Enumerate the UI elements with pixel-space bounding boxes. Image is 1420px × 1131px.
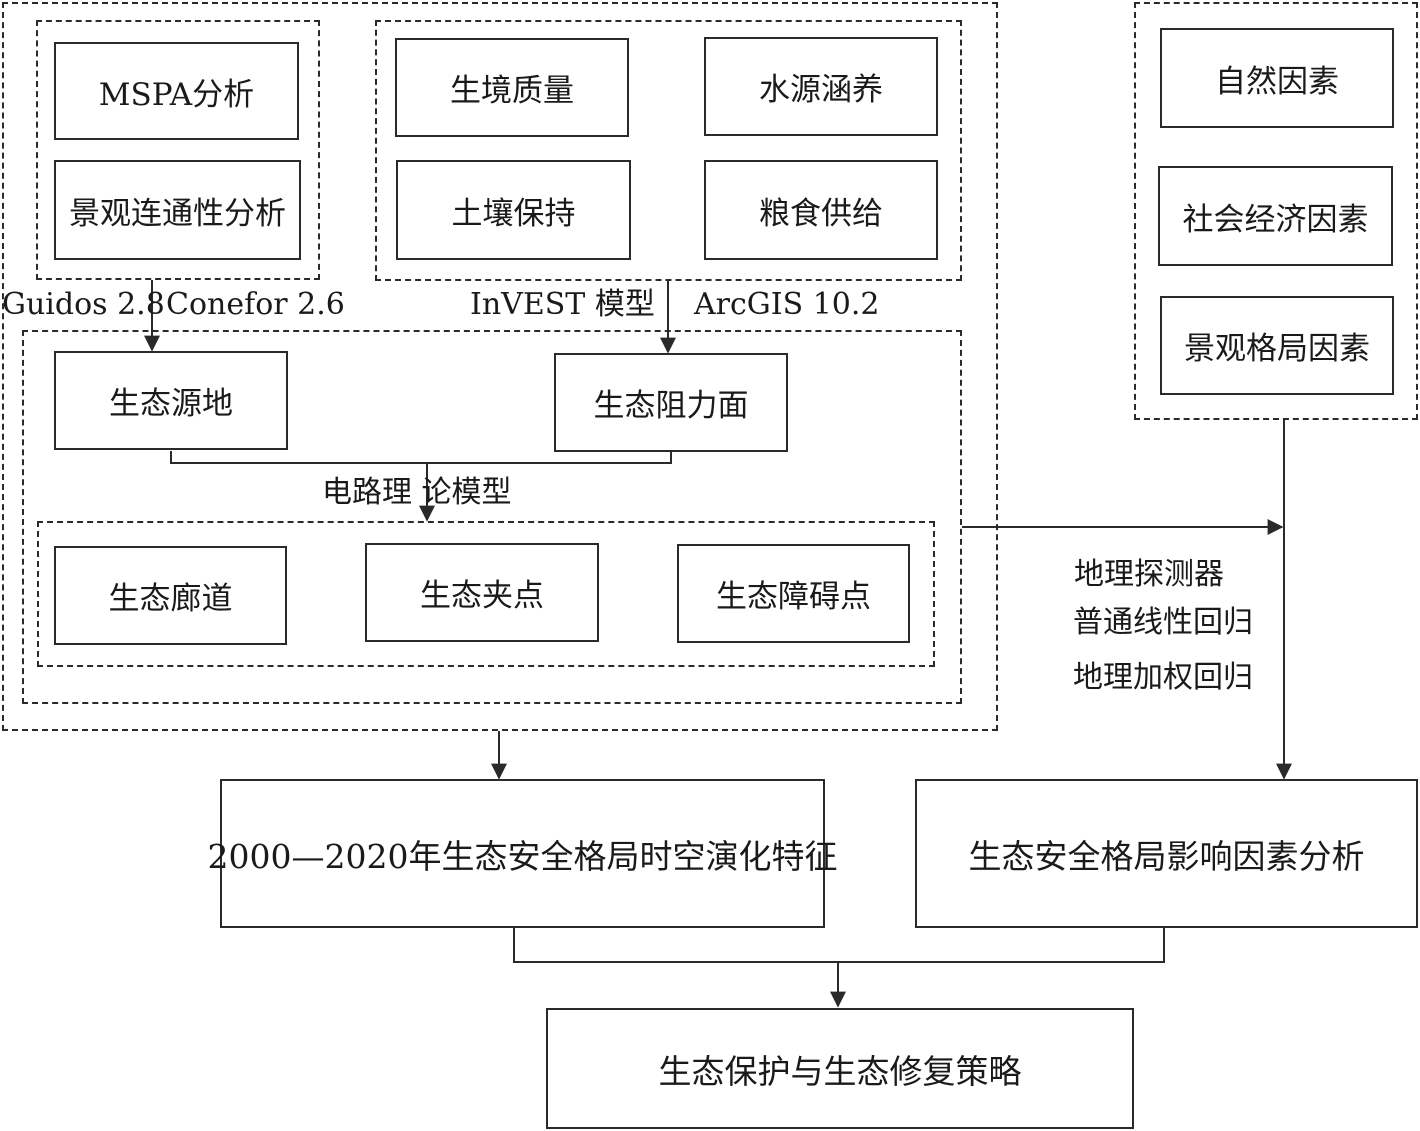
barrier-points-box: 生态障碍点 — [677, 544, 910, 643]
merge-connector — [170, 451, 672, 464]
circuit-model-label: 电路理 论模型 — [322, 475, 512, 510]
natural-factors-box: 自然因素 — [1160, 28, 1394, 128]
ecological-corridors-box: 生态廊道 — [54, 546, 287, 645]
landscape-analysis-group — [36, 20, 320, 280]
water-conservation-box: 水源涵养 — [704, 37, 938, 136]
ecological-sources-box: 生态源地 — [54, 351, 288, 450]
pinch-points-box: 生态夹点 — [365, 543, 599, 642]
ecological-resistance-box: 生态阻力面 — [554, 353, 788, 452]
bottom-merge-connector — [513, 928, 1165, 963]
outer-analysis-group — [2, 2, 998, 731]
ols-label: 普通线性回归 — [1073, 605, 1253, 640]
geodetector-label: 地理探测器 — [1074, 557, 1224, 592]
gwr-label: 地理加权回归 — [1073, 660, 1253, 695]
ecosystem-services-group — [375, 20, 962, 281]
soil-retention-box: 土壤保持 — [396, 160, 631, 260]
connectivity-analysis-box: 景观连通性分析 — [54, 160, 301, 260]
socioeconomic-factors-box: 社会经济因素 — [1158, 166, 1393, 266]
influencing-factors-analysis-box: 生态安全格局影响因素分析 — [915, 779, 1418, 928]
circuit-model-group — [22, 330, 962, 704]
mspa-analysis-box: MSPA分析 — [54, 42, 299, 140]
invest-label: InVEST 模型 — [470, 287, 655, 322]
factors-group — [1134, 2, 1418, 420]
conefor-label: Conefor 2.6 — [166, 287, 345, 322]
arcgis-label: ArcGIS 10.2 — [694, 287, 880, 322]
spatiotemporal-evolution-box: 2000—2020年生态安全格局时空演化特征 — [208, 779, 837, 928]
protection-restoration-strategy-box: 生态保护与生态修复策略 — [546, 1008, 1134, 1129]
circuit-output-group — [37, 521, 935, 667]
food-supply-box: 粮食供给 — [704, 160, 938, 260]
habitat-quality-box: 生境质量 — [395, 38, 629, 137]
guidos-label: Guidos 2.8 — [2, 287, 165, 322]
landscape-pattern-factors-box: 景观格局因素 — [1160, 296, 1394, 395]
